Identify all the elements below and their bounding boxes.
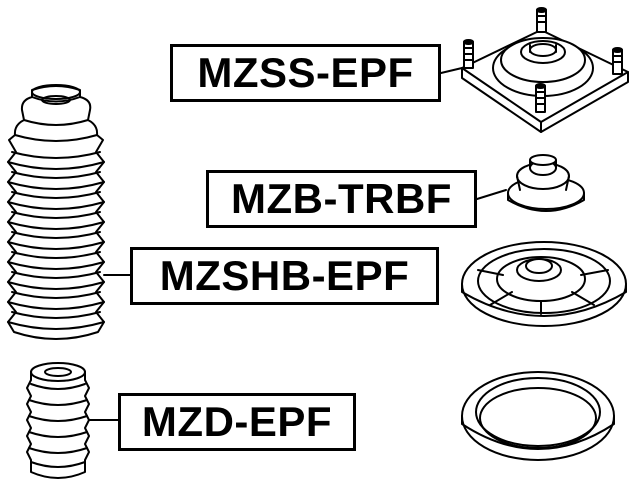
seat-ring-illustration xyxy=(461,371,615,461)
leader-line-mzb xyxy=(476,189,507,200)
part-number-label: MZSHB-EPF xyxy=(130,247,439,305)
leader-line-mzss xyxy=(440,67,463,74)
bump-stop-illustration xyxy=(26,362,90,479)
shock-boot-illustration xyxy=(7,84,105,340)
part-number-label: MZB-TRBF xyxy=(206,170,477,228)
part-number-label: MZSS-EPF xyxy=(170,44,441,102)
bearing-plate-illustration xyxy=(461,241,627,327)
strut-mount-illustration xyxy=(461,7,629,133)
leader-lines xyxy=(88,67,507,421)
bushing-illustration xyxy=(507,154,585,212)
part-number-label: MZD-EPF xyxy=(118,393,356,451)
